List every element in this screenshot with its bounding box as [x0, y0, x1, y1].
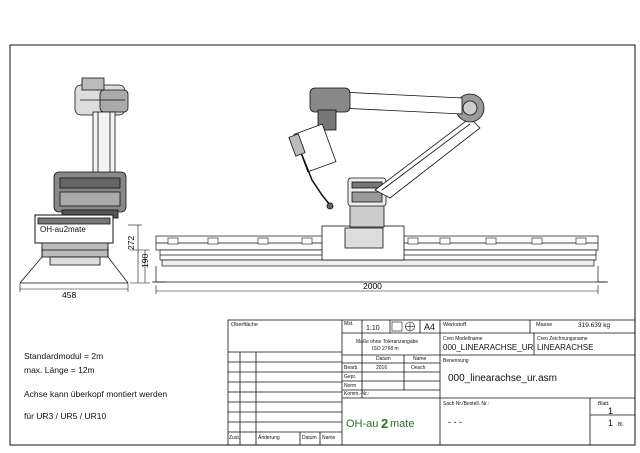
svg-text:2: 2 [381, 416, 388, 431]
komm-label: Komm.-Nr.: [344, 391, 370, 397]
zeichnungsname-label: Creo Zeichnungsname [537, 336, 588, 342]
blatt-label: Blatt: [598, 401, 610, 407]
side-view-robot [19, 77, 129, 284]
sachnr-label: Sach Nr./Bestell. Nr.: [443, 401, 490, 407]
dim-190: 190 [140, 254, 150, 268]
note-overhead-mount: Achse kann überkopf montiert werden [24, 389, 168, 399]
weight-value: 319.639 kg [578, 322, 611, 329]
svg-text:OH-au: OH-au [346, 418, 378, 430]
zeichnungsname-value: LINEARACHSE [537, 343, 594, 352]
carriage-logo: OH-au2mate [40, 225, 86, 234]
bearb-name: Oesch [411, 365, 426, 371]
dim-2000: 2000 [363, 281, 382, 291]
benennung-label: Benennung [443, 358, 469, 364]
note-compatibility: für UR3 / UR5 / UR10 [24, 411, 107, 421]
norm-label: Norm [344, 383, 357, 389]
projection-symbol-icon [391, 321, 415, 332]
bearb-label: Bearb. [344, 365, 359, 371]
scale-value: 1:10 [366, 325, 380, 332]
side-dimensions [19, 224, 150, 292]
note-max-length: max. Länge = 12m [24, 365, 95, 375]
benennung-value: 000_linearachse_ur.asm [448, 373, 557, 384]
rev-aenderung-header: Änderung [258, 435, 280, 441]
title-block-grid [227, 319, 636, 446]
weight-label: Masse [536, 322, 553, 328]
rev-datum-header: Datum [302, 435, 317, 441]
mst-label: Mst. [344, 321, 354, 327]
werkstoff-label: Werkstoff [443, 322, 467, 328]
gepr-label: Gepr. [344, 374, 357, 380]
masse-tolerance-label: Maße ohne Toleranzangabe [356, 339, 419, 345]
format-value: A4 [424, 322, 436, 332]
oberflaeche-label: Oberfläche [231, 322, 258, 328]
blatt-suffix: Bl. [618, 422, 624, 428]
rev-zust-header: Zust. [229, 435, 241, 441]
modellname-value: 000_LINEARACHSE_UR [443, 343, 534, 352]
bearb-datum: 2016 [376, 365, 388, 371]
rail-brackets [167, 237, 587, 245]
length-dimension [155, 285, 599, 294]
svg-text:mate: mate [390, 418, 414, 430]
note-standard-module: Standardmodul = 2m [24, 351, 104, 361]
front-view-robot [288, 87, 485, 261]
rev-name-header: Name [322, 435, 336, 441]
dim-458: 458 [62, 290, 76, 300]
title-block-logo: OH-au 2 mate [346, 416, 414, 431]
name-header: Name [413, 356, 427, 362]
sachnr-value: - - - [448, 417, 462, 427]
datum-header: Datum [376, 356, 391, 362]
dim-272: 272 [126, 236, 136, 250]
blatt-value: 1 [608, 406, 614, 416]
iso-label: ISO 2768 m [372, 346, 399, 352]
blatt-total: 1 [608, 418, 614, 428]
modellname-label: Creo Modellname [443, 336, 483, 342]
